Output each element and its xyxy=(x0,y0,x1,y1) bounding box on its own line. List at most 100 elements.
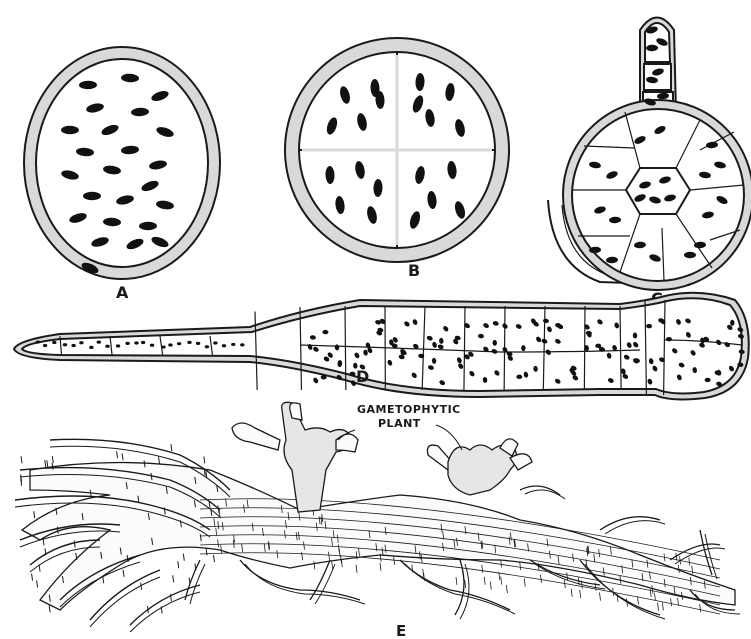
cell-wall xyxy=(613,588,614,596)
cross-wall xyxy=(122,453,123,460)
cross-wall xyxy=(173,575,174,582)
nucleus xyxy=(231,343,235,346)
nucleus xyxy=(43,344,47,347)
protonema-branch xyxy=(670,544,720,560)
nucleus xyxy=(705,378,711,382)
nucleus xyxy=(213,341,217,344)
cross-wall xyxy=(141,583,142,590)
nucleus xyxy=(222,344,226,347)
cell-wall xyxy=(627,599,628,607)
cell-wall xyxy=(680,556,681,564)
cell-wall xyxy=(412,565,413,573)
protonema-e xyxy=(15,402,740,632)
cell-wall xyxy=(482,565,483,573)
nucleus xyxy=(89,346,93,349)
cross-wall xyxy=(183,554,184,561)
nucleus xyxy=(177,342,181,345)
cross-wall xyxy=(52,456,53,463)
cross-wall xyxy=(206,548,207,555)
filament-d xyxy=(14,293,749,400)
nucleus xyxy=(168,343,172,346)
cell-wall xyxy=(524,578,525,586)
cell-wall xyxy=(520,562,521,570)
nucleus xyxy=(196,342,200,345)
cell-wall xyxy=(490,582,491,590)
cross-wall xyxy=(171,444,172,451)
label-a: A xyxy=(116,283,129,302)
cell-wall xyxy=(600,593,601,601)
gametophytic-plant-2 xyxy=(427,439,532,495)
cell-wall xyxy=(465,580,466,588)
cell-wall xyxy=(658,603,659,611)
cell-wall xyxy=(664,553,665,561)
nucleus xyxy=(79,341,83,344)
cell-wall xyxy=(332,561,333,569)
nucleus xyxy=(36,340,40,343)
protonema-branch xyxy=(400,560,510,610)
cross-wall xyxy=(49,605,50,612)
spore-b xyxy=(285,38,509,262)
nucleus xyxy=(684,252,696,258)
cross-wall xyxy=(43,538,44,545)
nucleus xyxy=(125,342,129,345)
cross-wall xyxy=(21,456,22,463)
nucleus xyxy=(150,344,154,347)
nucleus xyxy=(105,345,109,348)
cell-wall xyxy=(484,577,485,585)
cell-wall xyxy=(341,559,342,567)
cell-wall xyxy=(654,593,655,601)
nucleus xyxy=(52,341,56,344)
nucleus xyxy=(97,341,101,344)
cross-wall xyxy=(47,460,48,467)
cross-wall xyxy=(103,576,104,583)
cell-wall xyxy=(356,565,357,573)
nucleus xyxy=(187,341,191,344)
cross-wall xyxy=(39,565,40,572)
cell-wall xyxy=(456,577,457,585)
nucleus xyxy=(63,343,67,346)
protonema-filament xyxy=(130,585,200,625)
label-b: B xyxy=(408,261,420,280)
cell-wall xyxy=(700,604,701,612)
spore-a xyxy=(24,47,220,279)
cross-wall xyxy=(117,451,118,458)
cross-wall xyxy=(123,570,124,577)
cell-wall xyxy=(671,598,672,606)
cell-wall xyxy=(506,585,507,593)
protonema-branch-wall xyxy=(245,564,365,604)
cell-wall xyxy=(580,590,581,598)
cell-wall xyxy=(501,577,502,585)
filament-cell-wall xyxy=(345,306,346,390)
protonema-branch-wall xyxy=(525,490,565,499)
cross-wall xyxy=(178,561,179,568)
cell-wall xyxy=(650,589,651,597)
cross-wall xyxy=(34,511,35,518)
nucleus xyxy=(161,345,165,348)
cell-wall xyxy=(571,589,572,597)
cell-wall xyxy=(424,573,425,581)
nucleus xyxy=(71,344,75,347)
cell-wall xyxy=(567,572,568,580)
protonema-branch-wall xyxy=(460,564,469,619)
cross-wall xyxy=(32,574,33,581)
cell-wall xyxy=(564,580,565,588)
nucleus xyxy=(205,345,209,348)
cell-wall xyxy=(540,575,541,583)
protonema-branch xyxy=(600,517,660,530)
cross-wall xyxy=(213,555,214,562)
cell-wall xyxy=(394,557,395,565)
cell-wall xyxy=(380,563,381,571)
annotation-line-1: GAMETOPHYTIC xyxy=(357,403,461,416)
nucleus xyxy=(516,375,522,379)
protonema-filament-wall xyxy=(90,577,160,627)
cross-wall xyxy=(158,457,159,464)
cell-wall xyxy=(689,557,690,565)
nucleus xyxy=(116,344,120,347)
protonema-branch-wall xyxy=(315,564,335,604)
cell-wall xyxy=(692,566,693,574)
cross-wall xyxy=(74,540,75,547)
cross-wall xyxy=(37,580,38,587)
annotation-line-2: PLANT xyxy=(378,417,421,430)
label-e: E xyxy=(396,622,406,639)
